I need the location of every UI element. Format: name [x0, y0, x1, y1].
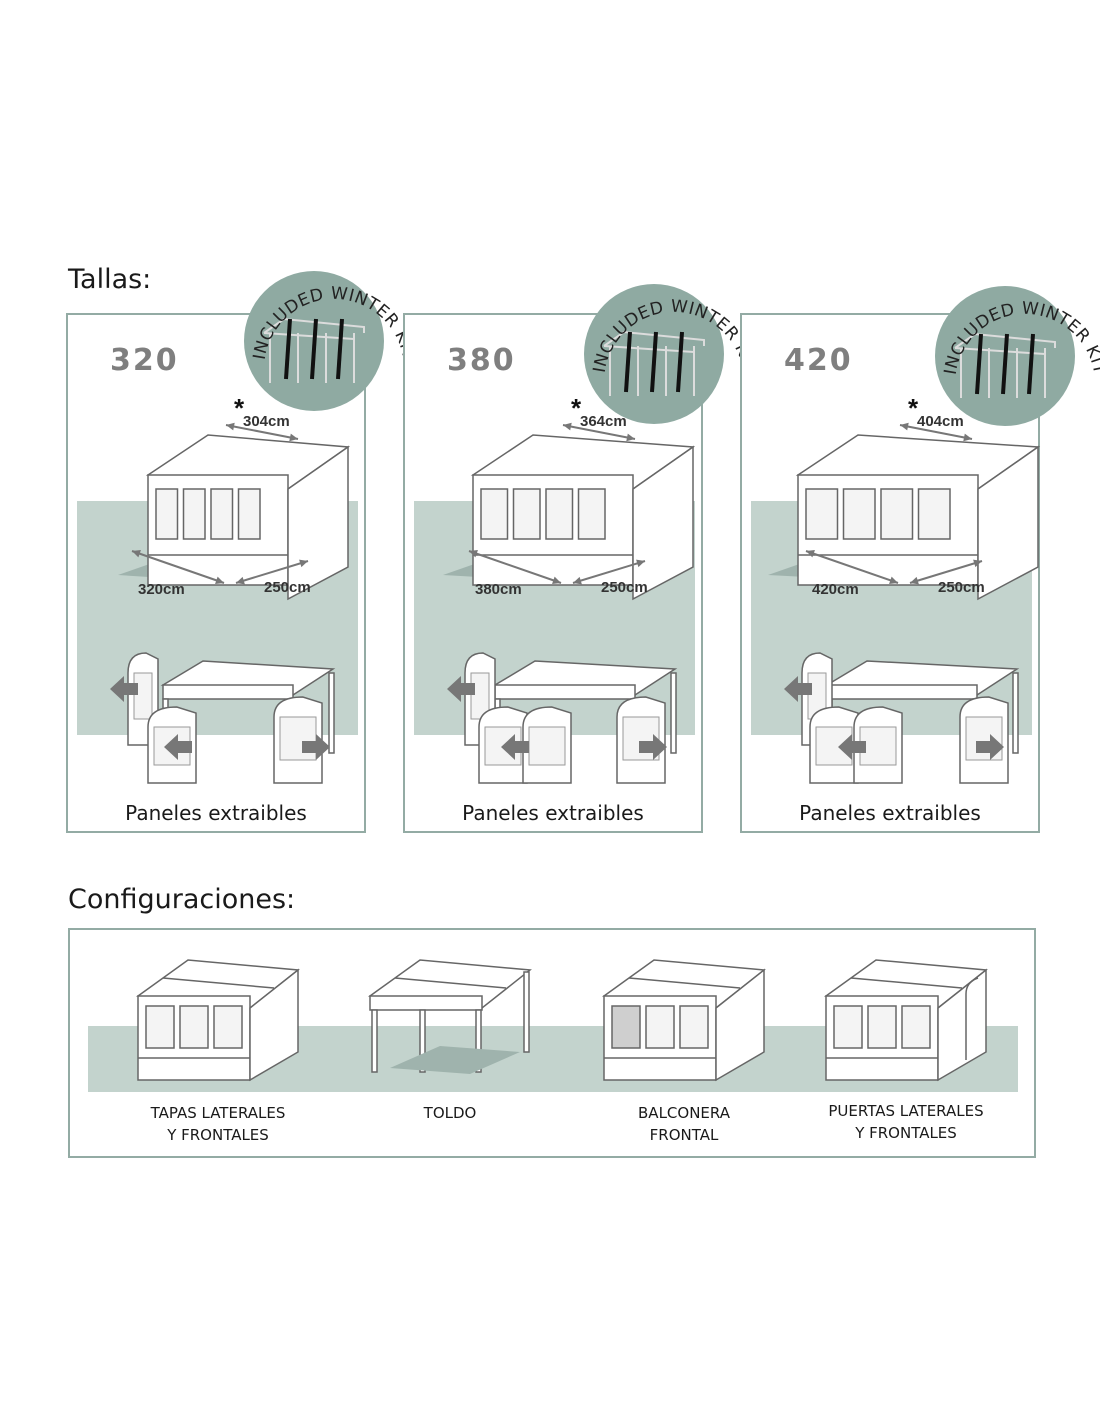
winter-kit-label: INCLUDED WINTER KIT [590, 297, 759, 375]
config-label-line1: BALCONERA [638, 1104, 730, 1122]
width-arrow [131, 549, 225, 585]
svg-text:INCLUDED WINTER KIT: INCLUDED WINTER KIT [590, 297, 759, 375]
size-number: 420 [784, 343, 853, 378]
dimension-top: 304cm [243, 413, 290, 430]
kit-pole [624, 331, 632, 393]
top-dimension-arrow [562, 422, 636, 442]
config-illustration-4 [823, 959, 988, 1082]
config-label-line1: TAPAS LATERALES [150, 1104, 286, 1122]
winter-kit-label: INCLUDED WINTER KIT [250, 284, 419, 362]
dimension-width: 320cm [138, 581, 185, 598]
config-label-3: BALCONERA FRONTAL [594, 1102, 774, 1146]
winter-kit-frame-icon [263, 317, 365, 383]
panel-caption: Paneles extraibles [799, 801, 981, 825]
config-label-line2: FRONTAL [649, 1126, 719, 1144]
top-dimension-arrow [225, 422, 299, 442]
kit-roof-line [954, 332, 1056, 349]
dimension-width: 420cm [812, 581, 859, 598]
remove-arrow-right [976, 734, 1004, 760]
dimension-depth: 250cm [601, 579, 648, 596]
remove-arrow-left [447, 676, 475, 702]
config-label-line2: Y FRONTALES [167, 1126, 269, 1144]
svg-text:INCLUDED WINTER KIT: INCLUDED WINTER KIT [941, 299, 1100, 377]
panel-caption: Paneles extraibles [462, 801, 644, 825]
depth-arrow [909, 559, 983, 585]
width-arrow [805, 549, 899, 585]
winter-kit-badge: INCLUDED WINTER KIT [935, 286, 1100, 426]
dimension-width: 380cm [475, 581, 522, 598]
dimension-top: 404cm [917, 413, 964, 430]
top-dimension-arrow [899, 422, 973, 442]
kit-pole [1027, 333, 1035, 395]
asterisk-icon: * [908, 393, 919, 423]
depth-arrow [572, 559, 646, 585]
dimension-depth: 250cm [264, 579, 311, 596]
svg-text:INCLUDED WINTER KIT: INCLUDED WINTER KIT [250, 284, 419, 362]
kit-pole [1001, 333, 1009, 395]
kit-pole [676, 331, 684, 393]
asterisk-icon: * [234, 393, 245, 423]
awning-closed-illustration [768, 422, 1041, 784]
remove-arrow-left [110, 676, 138, 702]
config-label-4: PUERTAS LATERALES Y FRONTALES [816, 1100, 996, 1144]
depth-arrow [235, 559, 309, 585]
asterisk-icon: * [571, 393, 582, 423]
kit-pole [310, 318, 318, 380]
size-panel-380: 380 * 364cm 380cm 250cm Paneles extraibl… [403, 284, 758, 833]
size-number: 380 [447, 343, 516, 378]
remove-arrow-front [164, 734, 192, 760]
remove-arrow-right [302, 734, 330, 760]
panel-caption: Paneles extraibles [125, 801, 307, 825]
remove-arrow-left [784, 676, 812, 702]
config-label-line1: PUERTAS LATERALES [828, 1102, 984, 1120]
awning-closed-illustration [110, 422, 351, 784]
kit-pole [650, 331, 658, 393]
closed-awning [443, 434, 696, 601]
kit-pole [284, 318, 292, 380]
config-label-line1: TOLDO [423, 1104, 477, 1122]
winter-kit-label: INCLUDED WINTER KIT [941, 299, 1100, 377]
remove-arrow-front [501, 734, 529, 760]
kit-pole [336, 318, 344, 380]
remove-arrow-front [838, 734, 866, 760]
kit-pole [975, 333, 983, 395]
closed-awning [118, 434, 351, 601]
dimension-top: 364cm [580, 413, 627, 430]
config-illustration-2 [367, 959, 532, 1074]
winter-kit-badge: INCLUDED WINTER KIT [244, 271, 418, 411]
width-arrow [468, 549, 562, 585]
dimension-depth: 250cm [938, 579, 985, 596]
configurations-panel: TAPAS LATERALES Y FRONTALES TOLDO BALCONERA… [68, 928, 1036, 1158]
size-panel-420: 420 * 404cm 420cm 250cm Paneles extraibl… [740, 286, 1100, 833]
configs-heading: Configuraciones: [68, 884, 296, 915]
size-panel-320: 320 * 304cm 320cm 250cm Paneles extraibl… [66, 271, 418, 833]
awning-closed-illustration [443, 422, 696, 784]
config-label-1: TAPAS LATERALES Y FRONTALES [128, 1102, 308, 1146]
winter-kit-frame-icon [954, 332, 1056, 398]
config-illustration-1 [135, 959, 300, 1082]
config-illustration-3 [601, 959, 766, 1082]
kit-roof-line [603, 330, 705, 347]
config-label-line2: Y FRONTALES [855, 1124, 957, 1142]
config-label-2: TOLDO [360, 1102, 540, 1124]
size-number: 320 [110, 343, 179, 378]
sizes-heading: Tallas: [68, 264, 152, 295]
kit-roof-line [263, 317, 365, 334]
closed-awning [768, 434, 1041, 601]
winter-kit-frame-icon [603, 330, 705, 396]
winter-kit-badge: INCLUDED WINTER KIT [584, 284, 758, 424]
remove-arrow-right [639, 734, 667, 760]
